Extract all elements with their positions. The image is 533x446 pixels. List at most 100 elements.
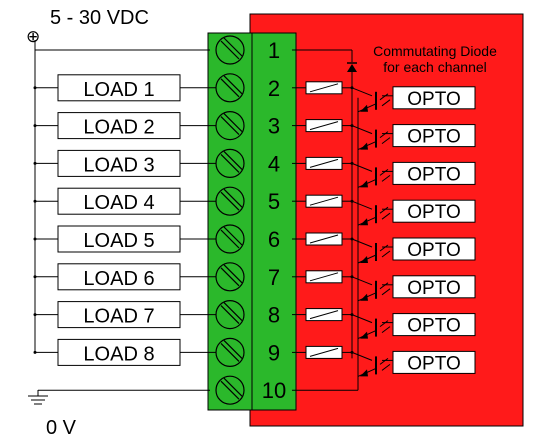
terminal-number: 6 xyxy=(268,227,280,252)
screw-slot-line xyxy=(223,226,243,246)
opto-label: OPTO xyxy=(407,202,461,223)
screw-slot-line xyxy=(220,116,240,136)
collector-wire xyxy=(351,125,373,135)
collector-wire xyxy=(351,200,373,210)
diode-note-line1: Commutating Diode xyxy=(373,43,497,59)
light-arrow-icon xyxy=(381,326,391,334)
load-box xyxy=(57,338,181,366)
light-arrow-icon xyxy=(379,282,389,290)
terminal-number: 2 xyxy=(268,76,280,101)
screw-slot-line xyxy=(223,302,243,322)
opto-label: OPTO xyxy=(407,164,461,185)
load-label: LOAD 4 xyxy=(83,192,154,214)
screw-slot-line xyxy=(223,37,243,57)
light-arrow-icon xyxy=(381,137,391,145)
light-arrow-icon xyxy=(379,320,389,328)
terminal-number: 7 xyxy=(268,265,280,290)
collector-wire xyxy=(351,276,373,286)
collector-wire xyxy=(351,162,373,172)
emitter-arrow-icon xyxy=(360,104,368,112)
screw-slot-line xyxy=(220,305,240,325)
opto-box xyxy=(392,237,476,261)
screw-slot-line xyxy=(223,264,243,284)
screw-slot-line xyxy=(220,342,240,362)
screw-slot-line xyxy=(220,380,240,400)
terminal-number: 10 xyxy=(262,378,286,403)
commutating-diode-icon xyxy=(347,64,357,72)
supply-voltage-label: 5 - 30 VDC xyxy=(50,7,149,29)
screw-slot-line xyxy=(223,113,243,133)
light-arrow-icon xyxy=(381,174,391,182)
fuse-slash xyxy=(309,272,339,282)
diode-note-line2: for each channel xyxy=(383,59,487,75)
opto-box xyxy=(392,86,476,110)
screw-slot-line xyxy=(220,40,240,60)
light-arrow-icon xyxy=(381,250,391,258)
load-label: LOAD 3 xyxy=(83,154,154,176)
fuse-slash xyxy=(309,83,339,93)
light-arrow-icon xyxy=(379,131,389,139)
emitter-arrow-icon xyxy=(360,293,368,301)
load-label: LOAD 7 xyxy=(83,306,154,328)
fuse-slash xyxy=(309,310,339,320)
terminal-number: 4 xyxy=(268,151,280,176)
terminal-number: 8 xyxy=(268,303,280,328)
opto-label: OPTO xyxy=(407,89,461,110)
screw-slot-line xyxy=(220,78,240,98)
opto-box xyxy=(392,275,476,299)
opto-label: OPTO xyxy=(407,278,461,299)
collector-wire xyxy=(351,351,373,361)
opto-box xyxy=(392,313,476,337)
opto-label: OPTO xyxy=(407,316,461,337)
load-label: LOAD 5 xyxy=(83,230,154,252)
load-box xyxy=(57,225,181,253)
opto-box xyxy=(392,124,476,148)
load-box xyxy=(57,187,181,215)
fuse-slash xyxy=(309,121,339,131)
emitter-arrow-icon xyxy=(360,180,368,188)
collector-wire xyxy=(351,87,373,97)
collector-wire xyxy=(351,238,373,248)
opto-label: OPTO xyxy=(407,353,461,374)
collector-wire xyxy=(351,314,373,324)
opto-box xyxy=(392,350,476,374)
load-label: LOAD 2 xyxy=(83,117,154,139)
screw-slot-line xyxy=(220,153,240,173)
screw-slot-line xyxy=(223,75,243,95)
fuse-slash xyxy=(309,347,339,357)
opto-box xyxy=(392,161,476,185)
screw-slot-line xyxy=(223,188,243,208)
screw-slot-line xyxy=(220,267,240,287)
light-arrow-icon xyxy=(379,244,389,252)
fuse-slash xyxy=(309,196,339,206)
load-label: LOAD 1 xyxy=(83,79,154,101)
screw-slot-line xyxy=(223,150,243,170)
fuse-slash xyxy=(309,234,339,244)
emitter-arrow-icon xyxy=(360,142,368,150)
screw-slot-line xyxy=(223,339,243,359)
screw-slot-line xyxy=(220,229,240,249)
load-box xyxy=(57,263,181,291)
light-arrow-icon xyxy=(379,93,389,101)
load-box xyxy=(57,301,181,329)
load-label: LOAD 6 xyxy=(83,268,154,290)
screw-slot-line xyxy=(223,377,243,397)
ground-icon xyxy=(28,390,48,405)
positive-terminal-icon: ⊕ xyxy=(26,27,40,46)
terminal-number: 5 xyxy=(268,189,280,214)
light-arrow-icon xyxy=(381,99,391,107)
light-arrow-icon xyxy=(379,357,389,365)
emitter-arrow-icon xyxy=(360,218,368,226)
light-arrow-icon xyxy=(381,363,391,371)
light-arrow-icon xyxy=(379,168,389,176)
opto-box xyxy=(392,199,476,223)
terminal-number: 3 xyxy=(268,114,280,139)
emitter-arrow-icon xyxy=(360,256,368,263)
ground-voltage-label: 0 V xyxy=(46,417,77,439)
terminal-number: 9 xyxy=(268,340,280,365)
load-box xyxy=(57,74,181,102)
screw-slot-line xyxy=(220,191,240,211)
terminal-number: 1 xyxy=(268,38,280,63)
load-box xyxy=(57,112,181,140)
